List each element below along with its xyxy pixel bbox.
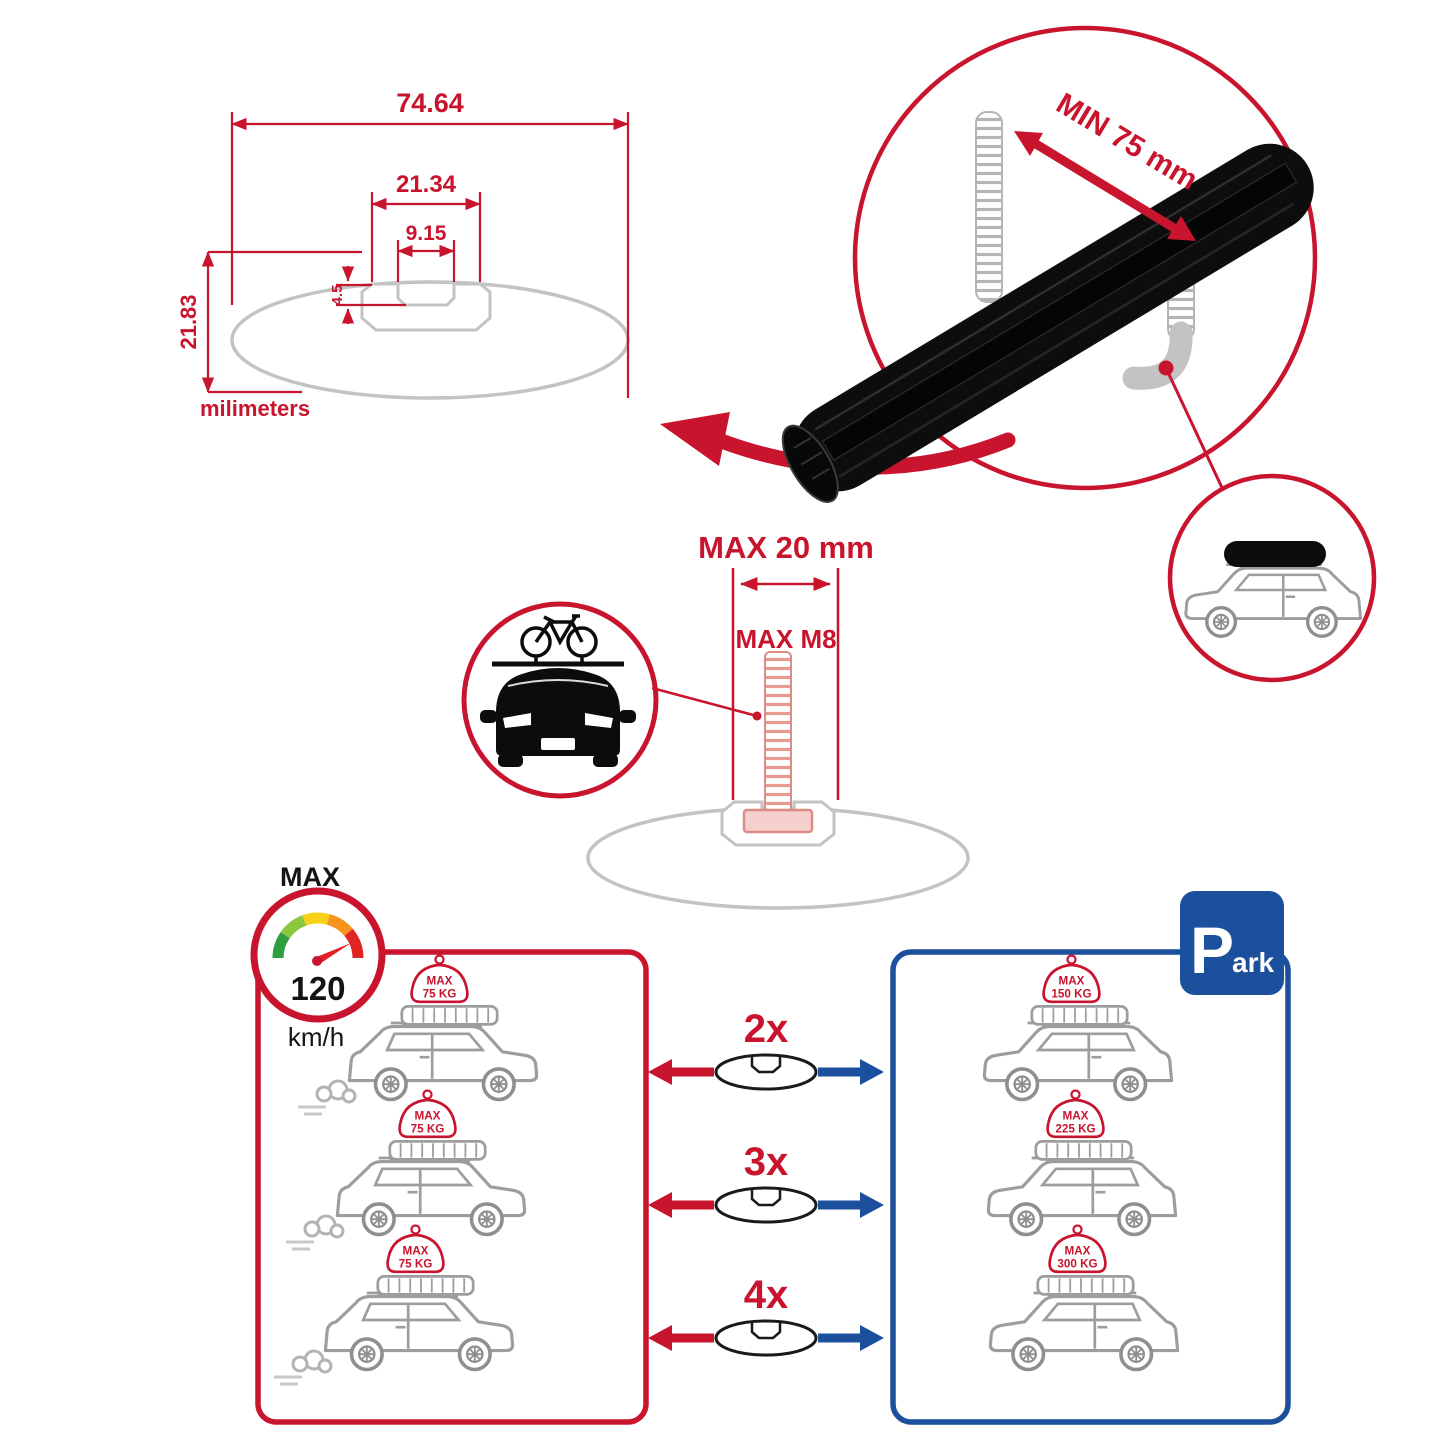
dimension-diagram: 74.64 21.34 9.15 4.5 21.83 milimeters <box>176 88 630 421</box>
bike-icon <box>520 614 598 662</box>
svg-text:75 KG: 75 KG <box>411 1122 445 1135</box>
multiplier-row-3: 4x <box>648 1273 884 1357</box>
multiplier-label: 4x <box>744 1273 789 1317</box>
svg-text:MAX: MAX <box>1063 1110 1089 1123</box>
bolt-max-thread-label: MAX M8 <box>735 624 836 654</box>
svg-text:MAX: MAX <box>427 975 453 988</box>
bolt-leader-line <box>651 686 758 718</box>
roof-basket <box>400 1005 499 1030</box>
gauge-arc <box>272 912 364 959</box>
bolt-spec: MAX 20 mm MAX M8 <box>461 530 970 910</box>
speed-max-label: MAX <box>280 862 340 892</box>
svg-text:225 KG: 225 KG <box>1055 1122 1095 1135</box>
bolt-head <box>742 808 814 834</box>
load-tag-parked-1: MAX 150 KG <box>1042 954 1101 1004</box>
dim-slot-depth: 4.5 <box>329 285 346 306</box>
dim-profile-height: 21.83 <box>176 294 201 349</box>
roof-basket <box>1036 1275 1135 1300</box>
park-sign: P ark <box>1180 891 1284 995</box>
zoom-circle <box>852 25 1318 491</box>
park-sign-suffix: ark <box>1232 947 1274 978</box>
ubolt-post-left <box>975 111 1003 303</box>
multiplier-row-2: 3x <box>648 1140 884 1224</box>
svg-text:MAX: MAX <box>1065 1245 1091 1258</box>
bolt-dim-lines <box>731 568 840 800</box>
min-span-arrow-head-bottom <box>1167 216 1196 241</box>
load-tag-driving-3: MAX 75 KG <box>386 1224 445 1274</box>
svg-text:300 KG: 300 KG <box>1057 1257 1097 1270</box>
svg-text:MAX: MAX <box>1059 975 1085 988</box>
svg-text:150 KG: 150 KG <box>1051 987 1091 1000</box>
svg-text:75 KG: 75 KG <box>423 987 457 1000</box>
dim-channel-width: 21.34 <box>396 171 457 198</box>
load-tag-driving-1: MAX 75 KG <box>410 954 469 1004</box>
roof-basket <box>376 1275 475 1300</box>
multiplier-row-1: 2x <box>648 1007 884 1091</box>
speed-unit: km/h <box>288 1022 344 1052</box>
roof-basket <box>388 1140 487 1165</box>
left-arrow-icon <box>648 1059 672 1085</box>
bolt-leader-dot <box>752 711 762 721</box>
roof-basket <box>1034 1140 1133 1165</box>
roof-basket <box>1030 1005 1129 1030</box>
crossbar-end-icon <box>714 1053 818 1091</box>
speed-value: 120 <box>290 970 345 1007</box>
speed-limit-gauge: MAX 120 km/h <box>250 862 386 1052</box>
profile-channel <box>360 282 492 332</box>
load-tag-driving-2: MAX 75 KG <box>398 1089 457 1139</box>
roof-box <box>1224 541 1326 567</box>
load-comparison: P ark MAX 120 km/h MAX 75 KG <box>250 862 1291 1425</box>
right-arrow-icon <box>860 1192 884 1218</box>
crossbar-render: MIN 75 mm <box>660 25 1377 683</box>
dim-total-width: 74.64 <box>396 88 464 118</box>
bolt-max-length-label: MAX 20 mm <box>698 530 874 565</box>
min-span-arrow-shaft <box>1033 140 1177 232</box>
multiplier-label: 3x <box>744 1140 789 1184</box>
left-arrow-icon <box>648 1325 672 1351</box>
dim-slot-width: 9.15 <box>406 222 447 245</box>
gauge-needle <box>314 943 351 965</box>
left-arrow-icon <box>648 1192 672 1218</box>
svg-text:MAX: MAX <box>415 1110 441 1123</box>
load-tag-parked-3: MAX 300 KG <box>1048 1224 1107 1274</box>
car-front-icon <box>480 614 636 767</box>
profile-ellipse <box>230 280 630 400</box>
svg-text:75 KG: 75 KG <box>399 1257 433 1270</box>
crossbar-end-icon <box>714 1186 818 1224</box>
pointer-arrow-head <box>660 412 730 466</box>
load-tag-parked-2: MAX 225 KG <box>1046 1089 1105 1139</box>
right-arrow-icon <box>860 1059 884 1085</box>
ubolt-curve <box>1122 321 1193 390</box>
multiplier-label: 2x <box>744 1007 789 1051</box>
min-span-arrow-head-top <box>1014 131 1043 156</box>
crossbar-end-icon <box>714 1319 818 1357</box>
crossbar-bar <box>781 143 1314 503</box>
svg-text:MAX: MAX <box>403 1245 429 1258</box>
dim-lines <box>201 112 630 398</box>
right-arrow-icon <box>860 1325 884 1351</box>
units-label: milimeters <box>200 396 310 421</box>
min-span-label: MIN 75 mm <box>1051 87 1204 197</box>
vehicle-leader-line <box>1164 367 1226 493</box>
bolt-shank <box>764 651 792 813</box>
park-sign-letter: P <box>1190 913 1234 987</box>
